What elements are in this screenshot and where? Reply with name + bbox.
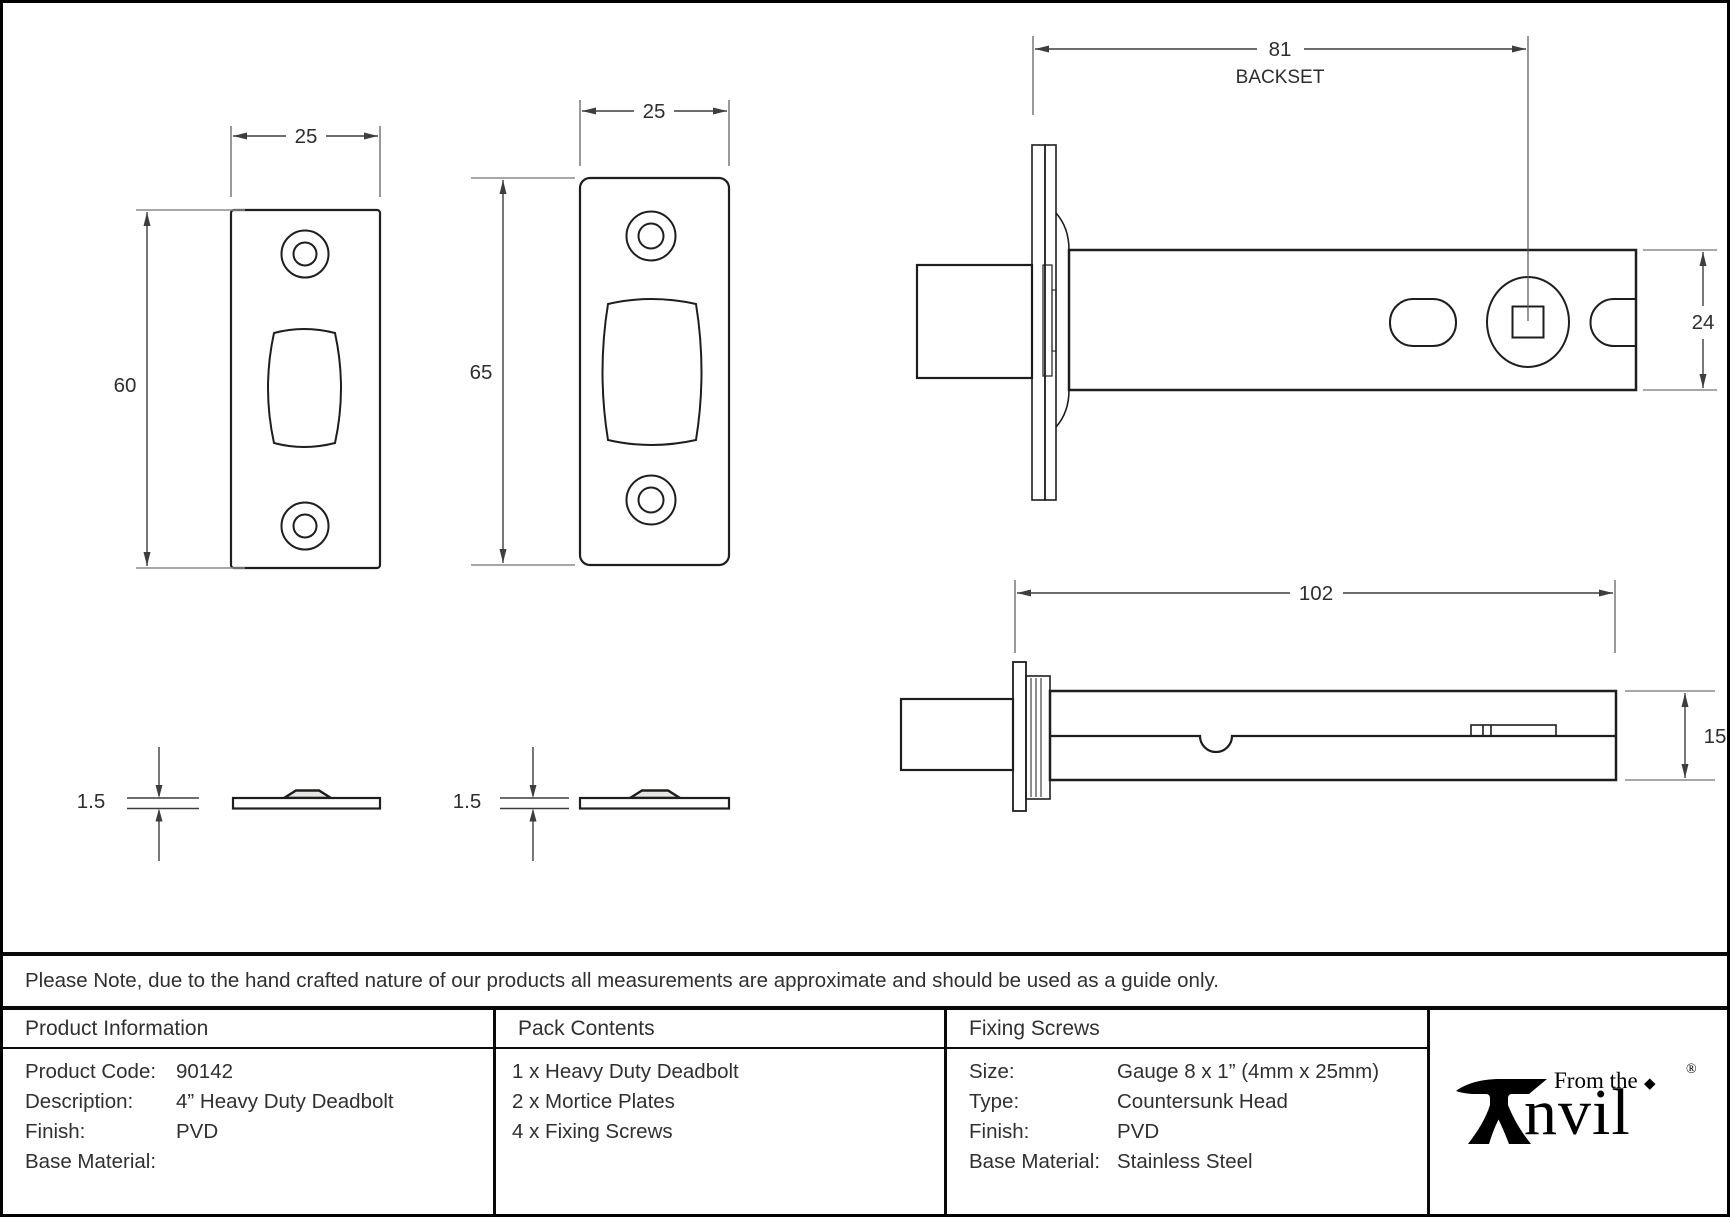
table-row: Size: Gauge 8 x 1” (4mm x 25mm) (969, 1057, 1427, 1087)
dim-label-plate-large-width: 25 (643, 100, 666, 123)
brand-wordmark: nvil (1524, 1076, 1631, 1149)
table-row: Finish: PVD (969, 1117, 1427, 1147)
row-label: Product Code: (25, 1060, 157, 1083)
plate-large-dimensions: 25 65 (470, 100, 730, 566)
product-information-header: Product Information (3, 1010, 493, 1049)
row-value: Countersunk Head (1117, 1090, 1288, 1113)
dim-label-backset-caption: BACKSET (1236, 67, 1325, 88)
measurement-note-bar: Please Note, due to the hand crafted nat… (3, 952, 1727, 1010)
bolt-cutout (267, 328, 342, 448)
mounting-plate-edge (1025, 675, 1051, 800)
mortice-plate-small-view (229, 208, 382, 570)
oval-hole (1389, 298, 1457, 347)
dim-label-plate-small-height: 60 (114, 374, 137, 397)
row-label: Finish: (25, 1120, 86, 1143)
product-information-column: Product Information Product Code: 90142 … (3, 1010, 496, 1214)
dim-label-side-length: 102 (1299, 582, 1333, 605)
list-item: 2 x Mortice Plates (512, 1090, 675, 1113)
dim-label-profile-small-thickness: 1.5 (77, 790, 106, 813)
pack-contents-header: Pack Contents (496, 1010, 944, 1049)
registered-trademark-icon: ® (1686, 1062, 1697, 1077)
plan-view-dimensions: 81 BACKSET 24 (1032, 36, 1717, 391)
mortice-plate-large-view (578, 176, 731, 567)
measurement-note-text: Please Note, due to the hand crafted nat… (25, 969, 1219, 992)
faceplate-edge (1012, 661, 1027, 812)
dim-label-side-height: 15 (1704, 725, 1727, 748)
row-label: Finish: (969, 1120, 1030, 1143)
fixing-screws-header: Fixing Screws (947, 1010, 1427, 1049)
row-label: Base Material: (969, 1150, 1101, 1173)
row-value: Gauge 8 x 1” (4mm x 25mm) (1117, 1060, 1380, 1083)
row-value: 4” Heavy Duty Deadbolt (176, 1090, 394, 1113)
body-midline (1050, 734, 1616, 754)
row-label: Type: (969, 1090, 1020, 1113)
bolt (915, 263, 1034, 380)
plate-small-profile-view: 1.5 (77, 747, 382, 861)
thickness-dimension (500, 747, 569, 861)
row-value: Stainless Steel (1117, 1150, 1253, 1173)
dim-label-profile-large-thickness: 1.5 (453, 790, 482, 813)
row-value: PVD (1117, 1120, 1160, 1143)
latch-body (1067, 248, 1638, 392)
table-row: Base Material: Stainless Steel (969, 1147, 1427, 1177)
plate-large-profile-view: 1.5 (453, 747, 731, 861)
anvil-icon (1456, 1079, 1547, 1144)
table-row: Product Code: 90142 (25, 1057, 493, 1087)
retainer-clip (1470, 724, 1557, 737)
faceplate-inner (1044, 144, 1057, 501)
bolt-cutout (601, 298, 703, 446)
row-label: Description: (25, 1090, 134, 1113)
edge-notch (1589, 298, 1636, 347)
list-item: 4 x Fixing Screws (512, 1120, 673, 1143)
bolt (899, 697, 1015, 772)
technical-drawing: 25 60 (77, 36, 1727, 861)
side-view-dimensions: 102 15 (1014, 580, 1727, 781)
row-value: 90142 (176, 1060, 234, 1083)
table-row: Description: 4” Heavy Duty Deadbolt (25, 1087, 493, 1117)
diamond-icon: ◆ (1644, 1075, 1656, 1092)
list-item: 1 x Heavy Duty Deadbolt (512, 1060, 739, 1083)
table-row: Finish: PVD (25, 1117, 493, 1147)
dim-label-plate-small-width: 25 (295, 125, 318, 148)
dim-label-backset-value: 81 (1269, 38, 1292, 61)
deadbolt-plan-view (915, 144, 1638, 501)
deadbolt-side-view (899, 661, 1618, 812)
row-label: Size: (969, 1060, 1015, 1083)
fixing-screws-column: Fixing Screws Size: Gauge 8 x 1” (4mm x … (947, 1010, 1430, 1214)
dim-label-plate-large-height: 65 (470, 361, 493, 384)
row-label: Base Material: (25, 1150, 157, 1173)
plate-small-dimensions: 25 60 (114, 125, 381, 569)
brand-tagline: From the (1554, 1068, 1638, 1093)
table-row: Type: Countersunk Head (969, 1087, 1427, 1117)
pack-contents-column: Pack Contents 1 x Heavy Duty Deadbolt 2 … (496, 1010, 947, 1214)
table-row: Base Material: (25, 1147, 493, 1177)
thickness-dimension (127, 747, 199, 861)
spec-table: Product Information Product Code: 90142 … (3, 1010, 1727, 1214)
dim-label-plan-height: 24 (1692, 311, 1715, 334)
row-value: PVD (176, 1120, 219, 1143)
